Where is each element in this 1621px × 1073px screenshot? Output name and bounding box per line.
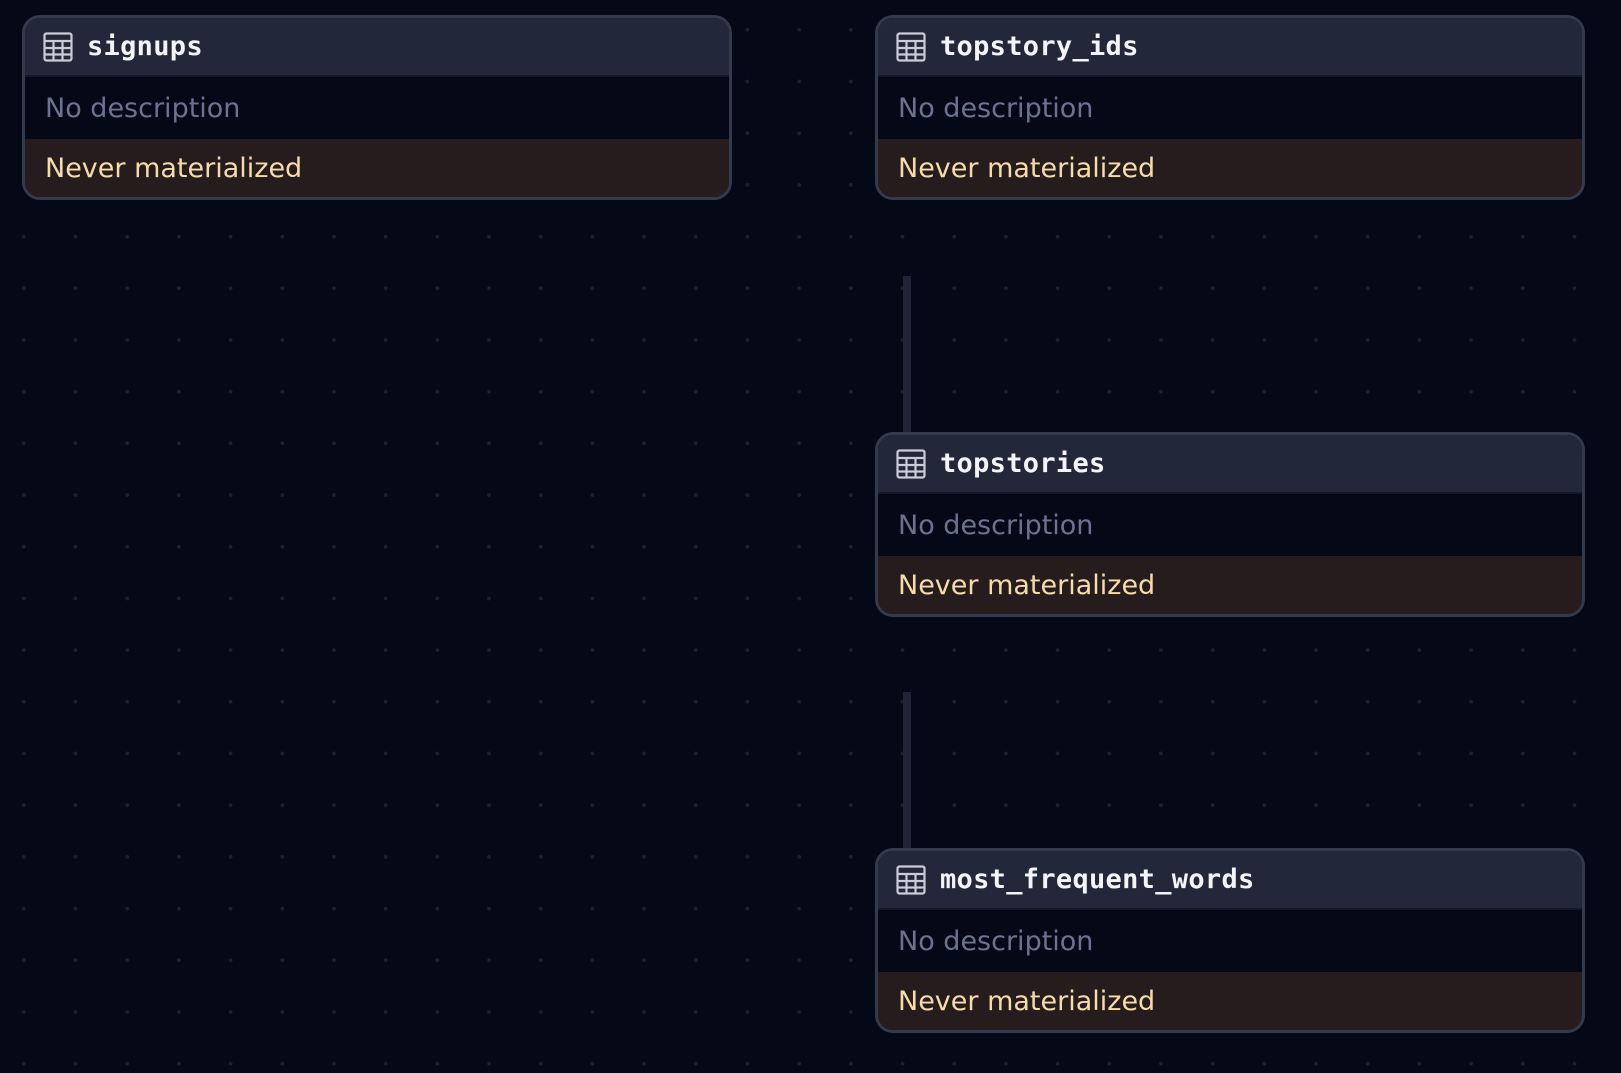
- table-icon: [896, 31, 926, 62]
- asset-node-status: Never materialized: [878, 972, 1582, 1030]
- asset-node-title: topstories: [940, 448, 1106, 479]
- table-icon: [896, 864, 926, 895]
- edge-topstories-to-most-frequent-words: [903, 692, 911, 848]
- asset-node-title: topstory_ids: [940, 31, 1139, 62]
- asset-node-title: most_frequent_words: [940, 864, 1255, 895]
- asset-node-description: No description: [25, 77, 729, 139]
- asset-node-header: most_frequent_words: [878, 851, 1582, 910]
- asset-node-description: No description: [878, 494, 1582, 556]
- asset-node-description: No description: [878, 910, 1582, 972]
- asset-node-header: topstory_ids: [878, 18, 1582, 77]
- asset-node-topstories[interactable]: topstories No description Never material…: [875, 432, 1585, 617]
- table-icon: [43, 31, 73, 62]
- asset-node-status: Never materialized: [878, 139, 1582, 197]
- asset-node-header: topstories: [878, 435, 1582, 494]
- asset-node-signups[interactable]: signups No description Never materialize…: [22, 15, 732, 200]
- edge-topstory-ids-to-topstories: [903, 276, 911, 432]
- asset-node-most-frequent-words[interactable]: most_frequent_words No description Never…: [875, 848, 1585, 1033]
- asset-node-description: No description: [878, 77, 1582, 139]
- asset-node-topstory-ids[interactable]: topstory_ids No description Never materi…: [875, 15, 1585, 200]
- asset-node-status: Never materialized: [878, 556, 1582, 614]
- table-icon: [896, 448, 926, 479]
- asset-node-status: Never materialized: [25, 139, 729, 197]
- asset-node-title: signups: [87, 31, 203, 62]
- asset-node-header: signups: [25, 18, 729, 77]
